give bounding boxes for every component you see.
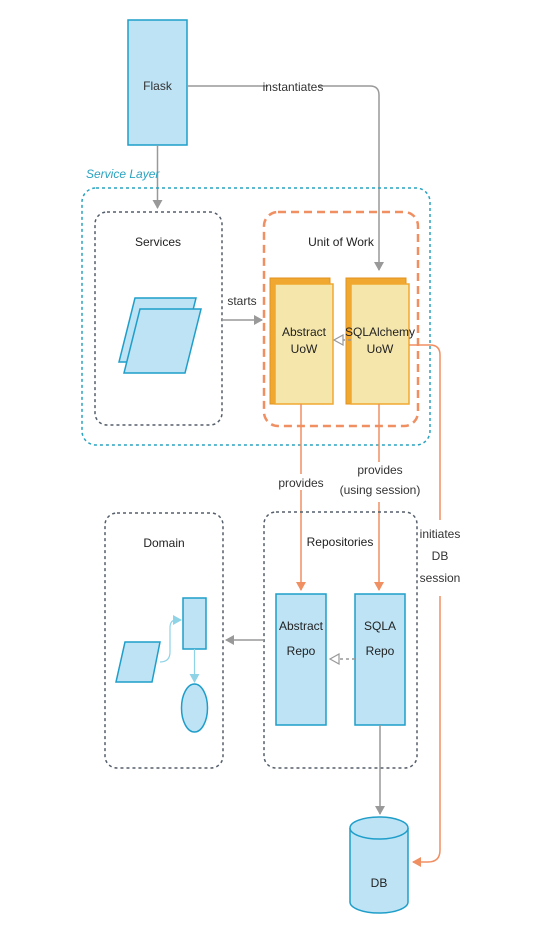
starts-edge: starts (222, 294, 263, 325)
instantiates-edge: instantiates (187, 78, 384, 271)
sqla-repo-label-line1: SQLA (364, 619, 396, 633)
domain-doc-icon (115, 641, 161, 683)
abstract-uow-label-line1: Abstract (282, 325, 327, 339)
initiates-label-line1: initiates (420, 527, 461, 541)
domain-doc-to-entity-edge (159, 615, 182, 663)
instantiates-label: instantiates (263, 80, 324, 94)
initiates-label-line2: DB (432, 549, 449, 563)
service-layer-label: Service Layer (86, 167, 160, 181)
abstract-repo-label-line2: Repo (287, 644, 316, 658)
abstract-repo-node: Abstract Repo (275, 593, 327, 726)
abstract-repo-label-line1: Abstract (279, 619, 324, 633)
unit-of-work-label: Unit of Work (308, 235, 375, 249)
sqla-uow-label-line2: UoW (367, 342, 394, 356)
provides-right-label-line1: provides (357, 463, 402, 477)
provides-sqla-edge: provides (using session) (340, 404, 421, 591)
flask-node: Flask (127, 19, 188, 146)
abstract-uow-node: Abstract UoW (269, 277, 334, 405)
initiates-db-session-edge: initiates DB session (409, 344, 462, 867)
flask-label: Flask (143, 79, 173, 93)
sqla-repo-label-line2: Repo (366, 644, 395, 658)
starts-label: starts (227, 294, 256, 308)
domain-entity-icon (182, 597, 207, 650)
services-group: Services (94, 211, 223, 426)
domain-group: Domain (104, 512, 224, 769)
unit-of-work-group: Unit of Work (262, 210, 420, 428)
services-label: Services (135, 235, 181, 249)
provides-right-label-line2: (using session) (340, 483, 421, 497)
repositories-label: Repositories (307, 535, 374, 549)
abstract-uow-label-line2: UoW (291, 342, 318, 356)
provides-abstract-edge: provides (278, 404, 324, 591)
db-label: DB (371, 876, 388, 890)
domain-value-icon (180, 683, 209, 733)
sqla-uow-label-line1: SQLAlchemy (345, 325, 415, 339)
initiates-label-line3: session (420, 571, 461, 585)
provides-left-label: provides (278, 476, 323, 490)
service-layer-group: Service Layer (81, 167, 431, 446)
services-doc-front-icon (123, 308, 202, 374)
db-node: DB (349, 816, 409, 914)
domain-label: Domain (143, 536, 184, 550)
sqla-uow-node: SQLAlchemy UoW (345, 277, 415, 405)
sqla-repo-node: SQLA Repo (354, 593, 406, 726)
